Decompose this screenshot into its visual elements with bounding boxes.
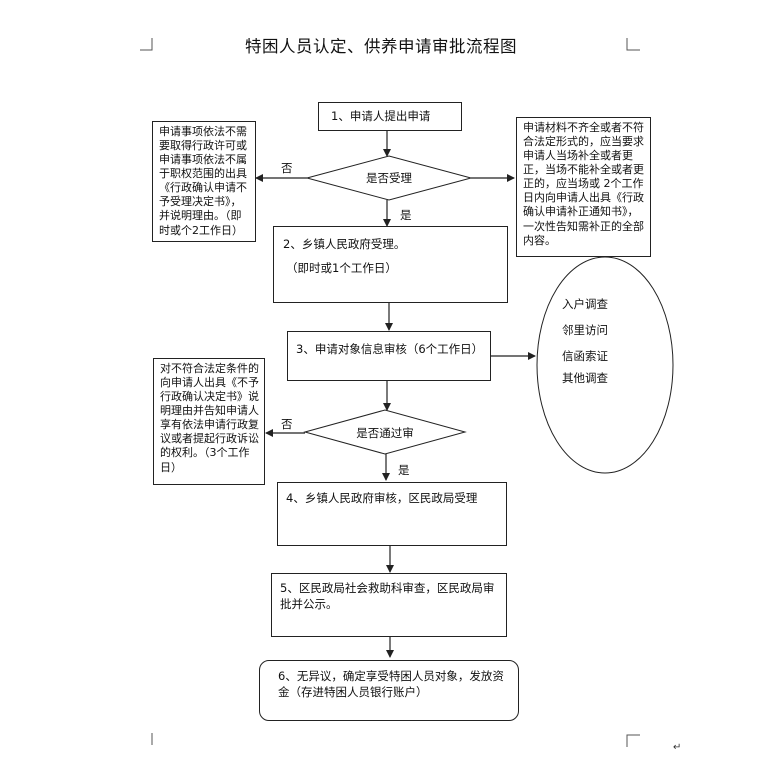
decision-diamond-2 (303, 409, 467, 455)
step-3-box: 3、申请对象信息审核（6个工作日） (287, 331, 491, 381)
supplement-note-text: 申请材料不齐全或者不符合法定形式的，应当要求申请人当场补全或者更正，当场不能补全… (523, 121, 644, 247)
investigation-ellipse (536, 256, 674, 474)
step-4-box: 4、乡镇人民政府审核，区民政局受理 (277, 482, 507, 546)
supplement-note-box: 申请材料不齐全或者不符合法定形式的，应当要求申请人当场补全或者更正，当场不能补全… (516, 117, 651, 257)
step-6-box: 6、无异议，确定享受特困人员对象，发放资金（存进特困人员银行账户） (259, 660, 519, 721)
step-2-box: 2、乡镇人民政府受理。 （即时或1个工作日） (273, 226, 508, 303)
investigation-item-4: 其他调查 (562, 371, 608, 385)
decision-2-yes-label: 是 (398, 463, 410, 477)
corner-marks (140, 38, 640, 747)
step-3-text: 3、申请对象信息审核（6个工作日） (296, 342, 484, 356)
decision-2-no-label: 否 (281, 417, 293, 431)
deny-note-text: 对不符合法定条件的向申请人出具《不予行政确认决定书》说明理由并告知申请人享有依法… (160, 362, 259, 474)
step-4-text: 4、乡镇人民政府审核，区民政局受理 (286, 491, 478, 505)
investigation-item-2: 邻里访问 (562, 323, 608, 337)
decision-1-yes-label: 是 (400, 208, 412, 222)
investigation-item-1: 入户调查 (562, 297, 608, 311)
reject-note-box: 申请事项依法不需要取得行政许可或申请事项依法不属于职权范围的出具《行政确认申请不… (152, 121, 256, 242)
step-1-text: 1、申请人提出申请 (331, 109, 431, 123)
step-2-duration: （即时或1个工作日） (286, 261, 397, 275)
step-5-text: 5、区民政局社会救助科审查，区民政局审批并公示。 (280, 581, 495, 611)
step-5-box: 5、区民政局社会救助科审查，区民政局审批并公示。 (271, 573, 507, 637)
step-2-text: 2、乡镇人民政府受理。 (283, 237, 406, 251)
decision-1-no-label: 否 (281, 161, 293, 175)
investigation-item-3: 信函索证 (562, 349, 608, 363)
deny-note-box: 对不符合法定条件的向申请人出具《不予行政确认决定书》说明理由并告知申请人享有依法… (153, 358, 265, 485)
decision-2-text: 是否通过审 (356, 426, 414, 440)
step-6-text: 6、无异议，确定享受特困人员对象，发放资金（存进特困人员银行账户） (278, 669, 504, 699)
reject-note-text: 申请事项依法不需要取得行政许可或申请事项依法不属于职权范围的出具《行政确认申请不… (159, 125, 247, 237)
paragraph-return-mark: ↵ (673, 742, 682, 753)
decision-1-text: 是否受理 (366, 171, 412, 185)
decision-diamond-1 (305, 155, 473, 201)
page-title: 特困人员认定、供养申请审批流程图 (245, 37, 517, 56)
step-1-box: 1、申请人提出申请 (318, 102, 462, 131)
